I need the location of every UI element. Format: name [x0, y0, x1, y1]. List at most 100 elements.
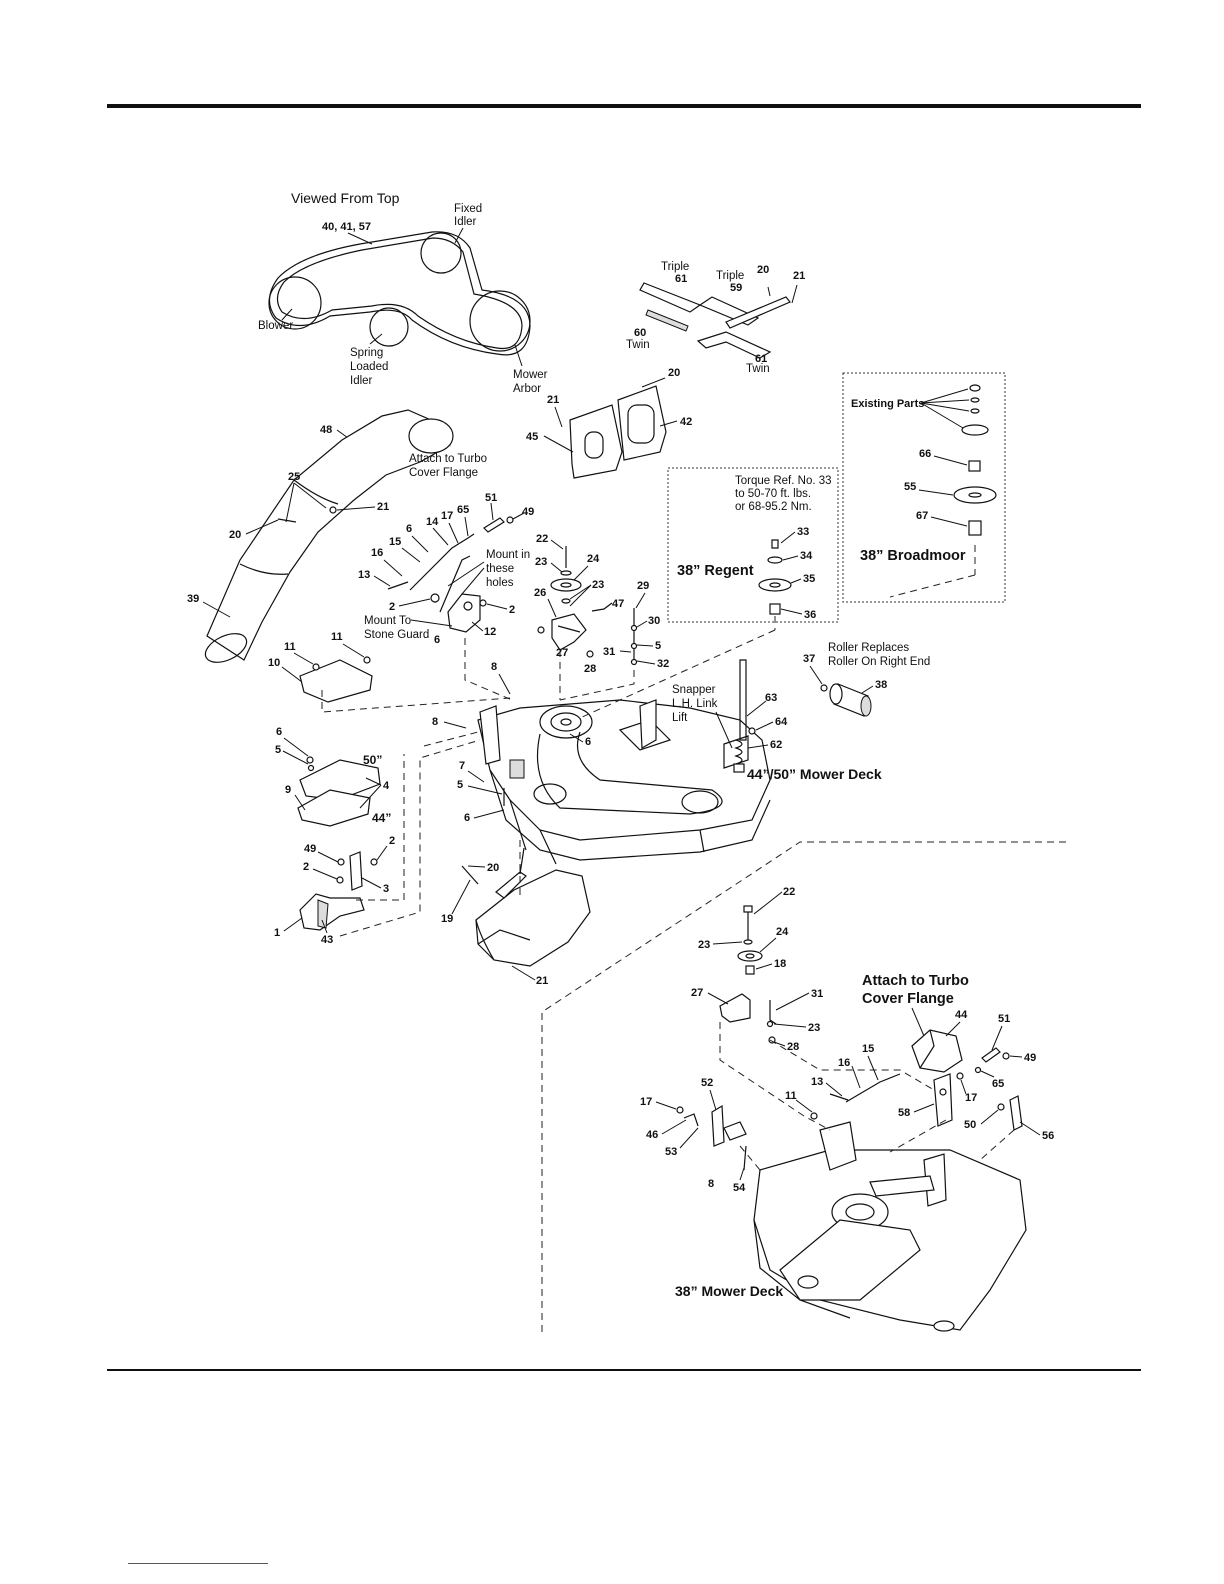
part-number-15: 15	[862, 1043, 874, 1055]
spring-idler-label-2: Loaded	[350, 361, 388, 373]
part-number-28: 28	[787, 1041, 799, 1053]
footer-link-underline[interactable]	[128, 1563, 268, 1564]
assembly-line	[356, 754, 405, 901]
washer-23	[743, 939, 753, 945]
washer-65	[974, 1066, 982, 1074]
leader-line	[547, 598, 557, 618]
deck38-lift-pivot	[797, 1275, 819, 1289]
leader-line	[281, 666, 303, 683]
spacer-67	[968, 520, 982, 536]
part-number-6: 6	[434, 634, 440, 646]
idler-arm-27	[551, 613, 587, 651]
triple-belt-59	[725, 296, 791, 329]
roller-note-line-2: Roller On Right End	[828, 656, 930, 668]
part-number-28: 28	[584, 663, 596, 675]
spring-idler-label-1: Spring	[350, 347, 383, 359]
belt-triple-label: Triple	[661, 261, 689, 273]
part-number-61: 61	[755, 353, 767, 365]
part-number-23: 23	[698, 939, 710, 951]
part-number-10: 10	[268, 657, 280, 669]
assembly-line	[464, 638, 513, 701]
part-number-60: 60	[634, 327, 646, 339]
deck-belt	[536, 731, 723, 815]
leader-line	[782, 555, 799, 561]
part-number-66: 66	[919, 448, 931, 460]
pulley-24-hub	[560, 582, 572, 588]
nut-49	[337, 858, 345, 866]
leader-line	[293, 652, 314, 665]
part-number-33: 33	[797, 526, 809, 538]
leader-line	[464, 516, 469, 537]
existing-part-washer	[970, 397, 980, 403]
pulley-24	[550, 578, 582, 592]
leader-line	[312, 868, 338, 880]
leader-line	[930, 516, 968, 527]
part-number-16: 16	[838, 1057, 850, 1069]
regent-option-box: Torque Ref. No. 33 to 50-70 ft. lbs. or …	[667, 467, 839, 630]
part-number-11: 11	[785, 1090, 797, 1102]
nut-28	[586, 650, 594, 658]
leader-line	[755, 963, 773, 970]
leader-line	[715, 711, 733, 749]
leader-line	[960, 1079, 967, 1095]
leader-line	[569, 584, 592, 600]
section-divider	[541, 841, 1066, 1336]
mount-holes-label-3: holes	[486, 577, 514, 589]
part-number-35: 35	[803, 573, 815, 585]
leader-line	[920, 402, 964, 429]
leader-line	[1009, 1055, 1023, 1058]
part-number-48: 48	[320, 424, 332, 436]
leader-line	[867, 1055, 879, 1081]
assembly-line	[339, 739, 481, 937]
cover-plate-hole	[627, 404, 655, 444]
part-number-2: 2	[509, 604, 515, 616]
part-number-61: 61	[675, 273, 687, 285]
part-number-45: 45	[526, 431, 538, 443]
part-number-53: 53	[665, 1146, 677, 1158]
leader-line	[809, 665, 823, 685]
part-number-31: 31	[603, 646, 615, 658]
leader-line	[359, 784, 382, 809]
size-label-44: 44”	[372, 811, 391, 825]
part-number-36: 36	[804, 609, 816, 621]
part-number-13: 13	[358, 569, 370, 581]
fixed-idler-pulley	[420, 232, 462, 274]
nut-2	[479, 599, 487, 607]
part-number-2: 2	[303, 861, 309, 873]
part-number-50: 50	[964, 1119, 976, 1131]
part-number-26: 26	[534, 587, 546, 599]
turbo-cover-edge	[919, 1029, 935, 1069]
leader-line	[619, 650, 632, 653]
stone-guard-label-2: Stone Guard	[364, 629, 429, 641]
chute-attach-label-1: Attach to Turbo	[409, 453, 487, 465]
leader-line	[511, 965, 536, 981]
deck-bracket	[639, 699, 657, 750]
part-number-3: 3	[383, 883, 389, 895]
cover-plate-45	[569, 404, 623, 479]
deck38-attach-label-1: Attach to Turbo	[862, 973, 969, 989]
chute-attach-label-2: Cover Flange	[409, 467, 478, 479]
part-number-9: 9	[285, 784, 291, 796]
bracket-hole	[939, 1088, 947, 1096]
washer-5	[630, 642, 638, 650]
part-number-25: 25	[288, 471, 300, 483]
leader-line	[281, 308, 293, 321]
footer-rule	[107, 1369, 1141, 1371]
leader-line	[569, 584, 592, 607]
leader-line	[473, 809, 505, 819]
nut-2	[370, 858, 378, 866]
pulley-35-hub	[769, 582, 781, 588]
leader-line	[283, 917, 303, 932]
washer-5	[307, 764, 315, 772]
leader-line	[780, 531, 796, 544]
spring-idler-pulley	[369, 307, 409, 347]
bracket-1	[299, 893, 365, 931]
part-number-44: 44	[955, 1009, 968, 1021]
turbo-covers: 20 21 45 42	[526, 367, 692, 479]
part-number-38: 38	[875, 679, 887, 691]
twin-belt-60	[645, 309, 689, 332]
part-number-11: 11	[284, 641, 296, 653]
bracket-hole	[463, 601, 473, 611]
deck-center-pulley	[539, 705, 593, 739]
part-number-37: 37	[803, 653, 815, 665]
